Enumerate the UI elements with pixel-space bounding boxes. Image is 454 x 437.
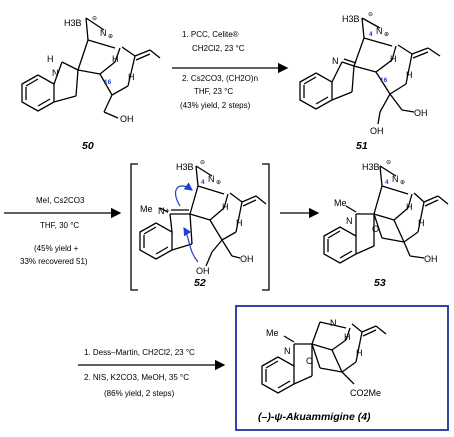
h-atom-51a: H [390,54,397,64]
structure-53 [323,165,449,264]
cond3-line3: (86% yield, 2 steps) [104,389,175,398]
n-atom-52: N [208,174,215,184]
c16-label-50: 16 [104,79,112,86]
compound-label-51: 51 [356,140,368,152]
compound-label-53: 53 [374,277,386,289]
structure-4 [261,321,387,394]
labels-4: N Me N O H H CO2Me (–)-ψ-Akuammigine (4) [258,318,381,423]
bh3-label-52: H3B [176,162,194,172]
h-atom-52b: H [236,218,243,228]
cond1-line1: 1. PCC, Celite® [182,30,239,39]
h-atom-50b: H [112,54,119,64]
cond3-line2: 2. NIS, K2CO3, MeOH, 35 °C [84,373,189,382]
h-atom-50c: H [128,72,135,82]
conditions-step2: MeI, Cs2CO3 THF, 30 °C (45% yield + 33% … [20,196,88,266]
bh3-label-50: H3B [64,18,82,28]
compound-label-50: 50 [82,140,94,152]
cond1-line2: CH2Cl2, 23 °C [192,44,245,53]
iminium-label-52: N+ [158,206,170,216]
cond3-line1: 1. Dess–Martin, CH2Cl2, 23 °C [84,348,195,357]
h-atom-4b: H [356,348,363,358]
minus-charge-51: ⊖ [368,12,373,18]
plus-charge-50: ⊕ [108,34,113,40]
methyl-label-52: Me [140,204,153,214]
plus-charge-53: ⊕ [400,180,405,186]
n-atom-4: N [330,318,337,328]
product-box [235,305,449,431]
cond2-line2: THF, 30 °C [40,221,79,230]
cond1-line4: THF, 23 °C [194,87,233,96]
minus-charge-53: ⊖ [386,160,391,166]
cond1-line5: (43% yield, 2 steps) [180,101,251,110]
oh-label-50: OH [120,114,134,124]
n-atom-51: N [376,26,383,36]
oh-label-52a: OH [196,266,210,276]
h-atom-4a: H [344,332,351,342]
n-indoline-4: N [284,346,291,356]
structure-51 [299,17,441,125]
bracket-52 [130,163,270,291]
h-atom-50a: H [47,54,54,64]
n-indoline-53: N [346,216,353,226]
labels-51: H3B ⊖ N ⊕ 4 N H H 16 OH OH 51 [332,12,428,152]
cond2-line1: MeI, Cs2CO3 [36,196,85,205]
imine-n-51: N [332,56,339,66]
n4-label-52: 4 [201,179,205,186]
compound-label-4: (–)-ψ-Akuammigine (4) [258,411,371,423]
labels-53: H3B ⊖ N ⊕ 4 Me N O H H OH 53 [334,160,438,289]
n4-label-53: 4 [385,179,389,186]
cond1-line3: 2. Cs2CO3, (CH2O)n [182,74,258,83]
c16-label-51: 16 [380,77,388,84]
h-atom-53b: H [418,218,425,228]
nh-atom-50: N [52,68,59,78]
n4-label-51: 4 [369,31,373,38]
plus-charge-52: ⊕ [216,180,221,186]
bh3-label-51: H3B [342,14,360,24]
methyl-label-4: Me [266,328,279,338]
h-atom-53a: H [406,202,413,212]
conditions-step3: 1. Dess–Martin, CH2Cl2, 23 °C 2. NIS, K2… [84,348,195,398]
n-atom-50: N [100,28,107,38]
oh-label-53: OH [424,254,438,264]
curved-arrow-1 [175,182,193,207]
ester-label-4: CO2Me [350,388,381,398]
h-atom-52a: H [222,202,229,212]
h-atom-51b: H [406,70,413,80]
methyl-label-53: Me [334,198,347,208]
plus-charge-51: ⊕ [384,32,389,38]
oh-label-51a: OH [370,126,384,136]
cond2-line3: (45% yield + [34,244,79,253]
oh-label-51b: OH [414,108,428,118]
labels-52: H3B ⊖ N ⊕ 4 Me N+ H H OH OH 52 [140,160,254,289]
conditions-step1: 1. PCC, Celite® CH2Cl2, 23 °C 2. Cs2CO3,… [180,30,258,110]
compound-label-52: 52 [194,277,206,289]
minus-charge-50: ⊖ [92,16,97,22]
o-atom-4: O [306,356,313,366]
labels-50: H3B ⊖ N ⊕ H N H H 16 OH 50 [47,16,135,152]
bh3-label-53: H3B [362,162,380,172]
cond2-line4: 33% recovered 51) [20,257,88,266]
structure-50 [21,17,161,119]
curved-arrow-2 [183,226,199,263]
oh-label-52b: OH [240,254,254,264]
n-atom-53: N [392,174,399,184]
minus-charge-52: ⊖ [200,160,205,166]
o-atom-53: O [372,224,379,234]
